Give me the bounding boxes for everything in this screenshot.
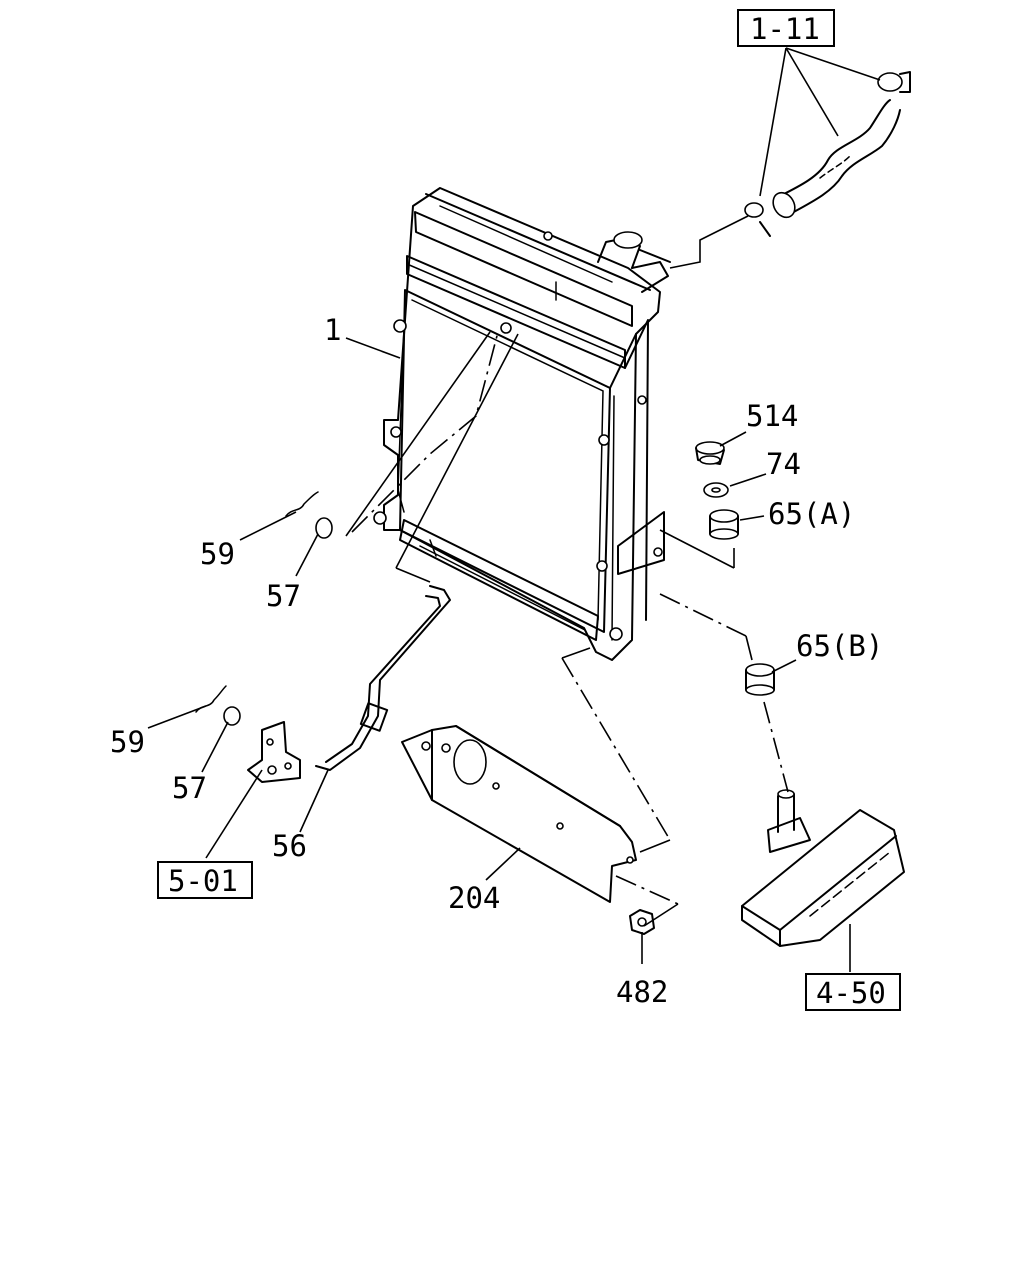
callout-washer-upper: 57 xyxy=(266,579,301,613)
assembly-lines xyxy=(147,47,881,972)
callout-drain-hose-lower: 59 xyxy=(110,725,145,759)
callout-drain-pipe: 56 xyxy=(272,829,307,863)
ref-frame-group[interactable]: 4-50 xyxy=(805,973,901,1011)
ref-frame-label: 4-50 xyxy=(816,976,886,1010)
callout-cushion-lower: 65(B) xyxy=(796,629,883,663)
ref-top-group[interactable]: 1-11 xyxy=(737,9,835,47)
ref-bracket-group[interactable]: 5-01 xyxy=(157,861,253,899)
callout-bushing: 514 xyxy=(746,399,798,433)
callout-labels: 1 59 57 59 57 56 204 482 514 74 65(A) 65… xyxy=(110,313,883,1009)
callout-washer-lower: 57 xyxy=(172,771,207,805)
upper-hose-group xyxy=(669,71,911,269)
frame-member xyxy=(741,789,905,947)
mount-parts xyxy=(695,441,775,696)
radiator-assembly xyxy=(373,187,671,661)
callout-nut: 482 xyxy=(616,975,668,1009)
small-parts xyxy=(195,491,333,726)
drain-pipe-group xyxy=(315,585,451,771)
ref-top-label: 1-11 xyxy=(750,12,820,46)
callout-fan-shroud-lower: 204 xyxy=(448,881,500,915)
ref-bracket-label: 5-01 xyxy=(168,864,238,898)
bracket-part xyxy=(247,721,301,783)
callout-radiator: 1 xyxy=(324,313,341,347)
nut-part xyxy=(629,909,655,935)
callout-washer-mount: 74 xyxy=(766,447,801,481)
fan-shroud-lower xyxy=(401,725,637,903)
callout-cushion-upper: 65(A) xyxy=(768,497,855,531)
callout-drain-hose-upper: 59 xyxy=(200,537,235,571)
